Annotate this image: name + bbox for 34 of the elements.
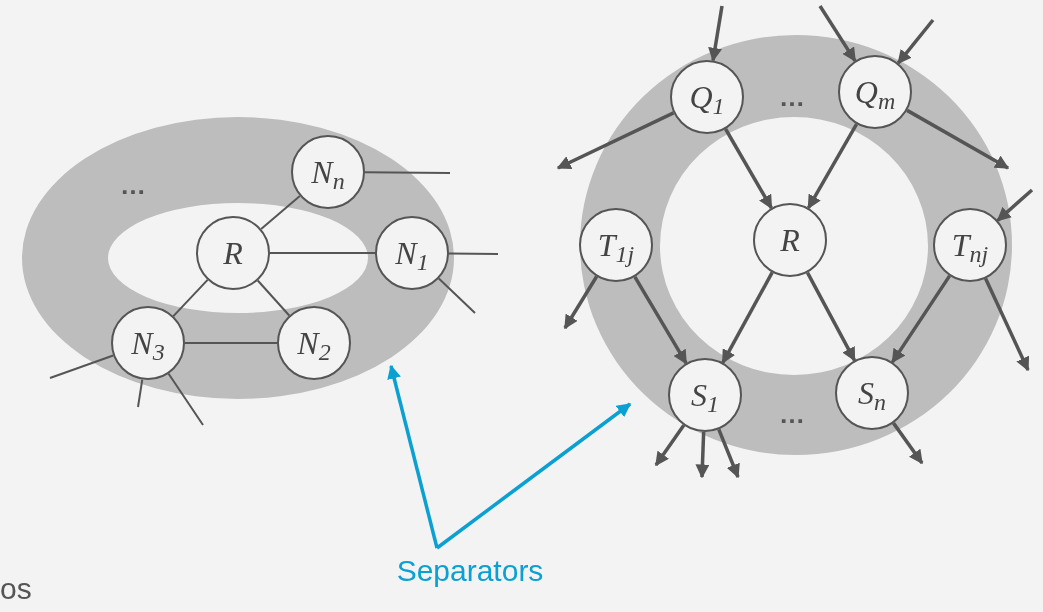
arrow (984, 277, 1030, 372)
arrow (633, 275, 688, 365)
callout-text: Separators (395, 548, 545, 594)
connector-line (448, 252, 499, 255)
connector-line (260, 195, 301, 230)
arrow (721, 271, 774, 364)
arrow (818, 5, 857, 62)
connector-line (167, 372, 204, 426)
ellipsis-text: … (120, 172, 146, 198)
connector-line (256, 279, 291, 317)
arrow (996, 188, 1034, 222)
arrow (435, 402, 632, 550)
arrow (387, 364, 439, 549)
arrow (695, 431, 710, 479)
connector-line (184, 342, 278, 344)
arrow (724, 128, 773, 210)
text-fragment: os (0, 574, 32, 604)
arrow (890, 274, 952, 364)
arrow (556, 111, 675, 170)
connector-line (437, 277, 476, 314)
arrow (563, 275, 599, 330)
connector-line (172, 278, 209, 318)
arrow (892, 422, 924, 465)
ellipsis-text: … (779, 401, 805, 427)
arrow (708, 5, 724, 62)
arrow (906, 108, 1010, 170)
connector-line (137, 378, 144, 408)
arrow (805, 271, 857, 362)
ellipsis-text: … (779, 84, 805, 110)
arrow (896, 18, 935, 65)
connector-line (269, 252, 376, 254)
connector-line (364, 171, 451, 174)
arrow (654, 424, 686, 467)
arrow (806, 123, 859, 210)
